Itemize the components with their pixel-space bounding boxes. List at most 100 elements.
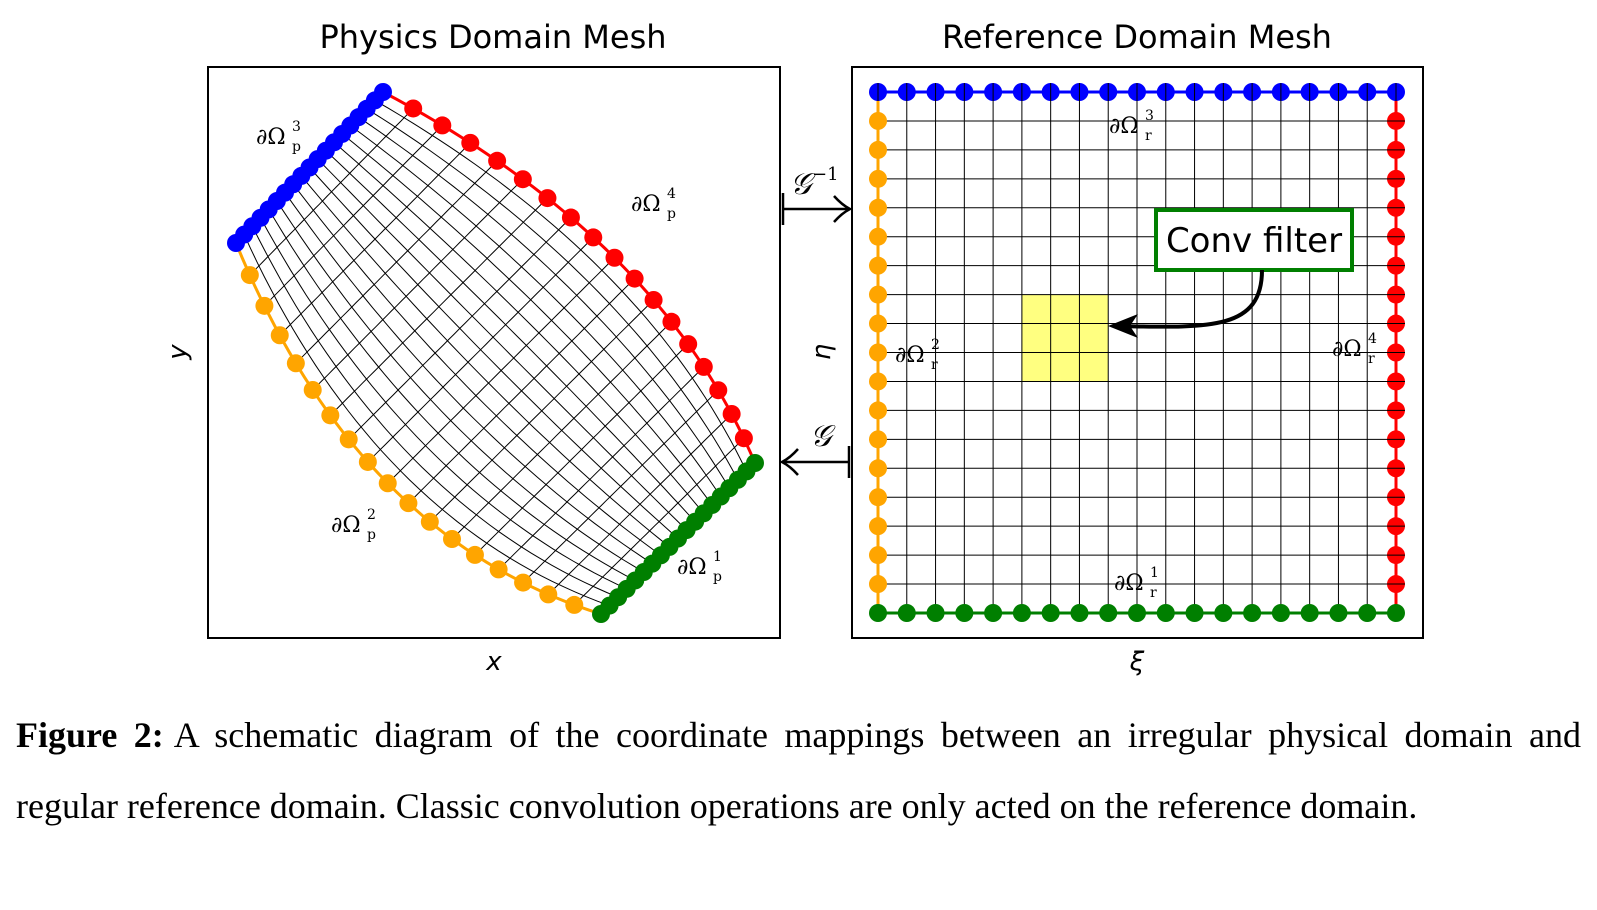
physics-panel-frame [207, 66, 781, 639]
phys-grid-line [300, 175, 670, 548]
reference-boundary-label-1: ∂Ω 1 r [1114, 565, 1159, 601]
reference-boundary-label-2: ∂Ω 2 r [895, 337, 940, 373]
reference-xlabel: ξ [1129, 647, 1145, 677]
physics-xlabel: x [485, 647, 502, 677]
ref-boundary-2-node [869, 575, 887, 594]
reference-ylabel: η [807, 344, 837, 360]
phys-boundary-4-node [722, 404, 741, 423]
ref-boundary-1-node [897, 604, 916, 622]
callout-label: Conv filter [1166, 221, 1342, 261]
phys-grid-line [366, 108, 739, 481]
conv-filter-highlight [1021, 294, 1109, 382]
ref-boundary-1-node [1070, 604, 1089, 622]
ref-boundary-2-node [869, 169, 887, 188]
phys-boundary-4-node [584, 228, 603, 247]
ref-boundary-2-node [869, 546, 887, 565]
forward-mapping-label: 𝒢 −1 [790, 164, 839, 202]
reference-boundary-label-3: ∂Ω 3 r [1109, 108, 1154, 144]
ref-boundary-2-node [869, 488, 887, 507]
ref-boundary-1-node [1387, 604, 1405, 622]
physics-boundary-label-3: ∂Ω 3 p [256, 119, 301, 155]
boundary-symbol: ∂Ω [677, 555, 707, 580]
phys-boundary-2-node [465, 545, 484, 564]
phys-grid-line [249, 108, 414, 276]
boundary-symbol: ∂Ω [331, 513, 361, 538]
ref-boundary-1-node [1128, 604, 1146, 622]
ref-boundary-1-node [1214, 604, 1233, 622]
caption-label: Figure 2: [16, 715, 164, 755]
ref-boundary-2-node [869, 343, 887, 362]
forward-mapping-arrow [781, 193, 853, 225]
boundary-symbol: ∂Ω [1109, 114, 1139, 139]
boundary-sub: r [1150, 585, 1157, 601]
boundary-symbol: ∂Ω [256, 125, 286, 150]
phys-boundary-2-node [255, 296, 274, 315]
phys-boundary-4-node [433, 116, 452, 135]
ref-boundary-2-node [869, 256, 887, 275]
reference-boundary-label-4: ∂Ω 4 r [1332, 331, 1377, 367]
callout-box [1154, 208, 1354, 272]
physics-boundary-label-4: ∂Ω 4 p [631, 186, 676, 222]
phys-boundary-3-node [374, 83, 392, 101]
phys-boundary-2-node [270, 326, 289, 345]
ref-boundary-1-node [1300, 604, 1319, 622]
phys-boundary-2-node [339, 430, 358, 449]
phys-boundary-4-node [404, 99, 423, 118]
phys-boundary-2-node [286, 354, 305, 373]
phys-grid-line [292, 183, 662, 556]
ref-boundary-1-node [1185, 604, 1204, 622]
phys-grid-line [295, 160, 498, 364]
phys-boundary-4-node [561, 208, 580, 227]
ref-boundary-2-node [869, 227, 887, 246]
phys-boundary-2-node [565, 595, 584, 614]
boundary-sub: r [1368, 351, 1375, 367]
mapping-symbol: 𝒢 [810, 419, 836, 454]
phys-boundary-4-node [644, 290, 663, 309]
boundary-symbol: ∂Ω [895, 343, 925, 368]
ref-boundary-2-node [869, 372, 887, 391]
phys-grid-line [235, 242, 602, 615]
phys-boundary-4-node [734, 429, 753, 448]
conv-filter-callout: Conv filter [1108, 208, 1354, 338]
boundary-sup: 2 [367, 507, 376, 523]
phys-grid-line [348, 217, 572, 440]
physics-boundary-label-2: ∂Ω 2 p [331, 507, 376, 543]
ref-boundary-1-node [984, 604, 1003, 622]
boundary-sup: 1 [713, 549, 722, 565]
ref-boundary-1-node [1041, 604, 1060, 622]
phys-boundary-4-node [679, 335, 698, 354]
ref-boundary-1-node [926, 604, 945, 622]
phys-boundary-2-node [378, 474, 397, 493]
phys-boundary-4-node [461, 133, 480, 152]
ref-boundary-2-node [869, 517, 887, 536]
boundary-sup: 4 [1368, 331, 1377, 347]
phys-grid-line [374, 99, 747, 472]
phys-boundary-2-node [240, 266, 259, 285]
inverse-mapping-label: 𝒢 [810, 419, 836, 454]
mapping-sup: −1 [812, 164, 839, 185]
phys-boundary-2-node [514, 573, 533, 592]
physics-panel-title: Physics Domain Mesh [319, 18, 666, 56]
boundary-sup: 3 [1145, 108, 1154, 124]
phys-grid-line [268, 209, 636, 581]
phys-grid-line [309, 167, 679, 539]
ref-boundary-2-node [869, 140, 887, 159]
phys-boundary-2-node [358, 452, 377, 471]
phys-boundary-4-node [694, 357, 713, 376]
phys-grid-line [312, 178, 524, 391]
phys-boundary-2-node [303, 380, 322, 399]
ref-boundary-2-node [869, 430, 887, 449]
ref-boundary-1-node [1329, 604, 1348, 622]
boundary-symbol: ∂Ω [1332, 337, 1362, 362]
boundary-sup: 4 [667, 186, 676, 202]
ref-boundary-1-node [1243, 604, 1262, 622]
phys-boundary-2-node [399, 494, 418, 513]
ref-boundary-1-node [1358, 604, 1377, 622]
phys-boundary-1-node [746, 454, 764, 472]
inverse-mapping-arrow [779, 446, 851, 478]
phys-boundary-4-node [709, 381, 728, 400]
phys-grid-line [279, 142, 471, 336]
reference-panel-frame [851, 66, 1424, 639]
boundary-sub: p [367, 527, 376, 543]
coordinate-mapping-figure: Physics Domain Mesh Reference Domain Mes… [163, 18, 1424, 677]
